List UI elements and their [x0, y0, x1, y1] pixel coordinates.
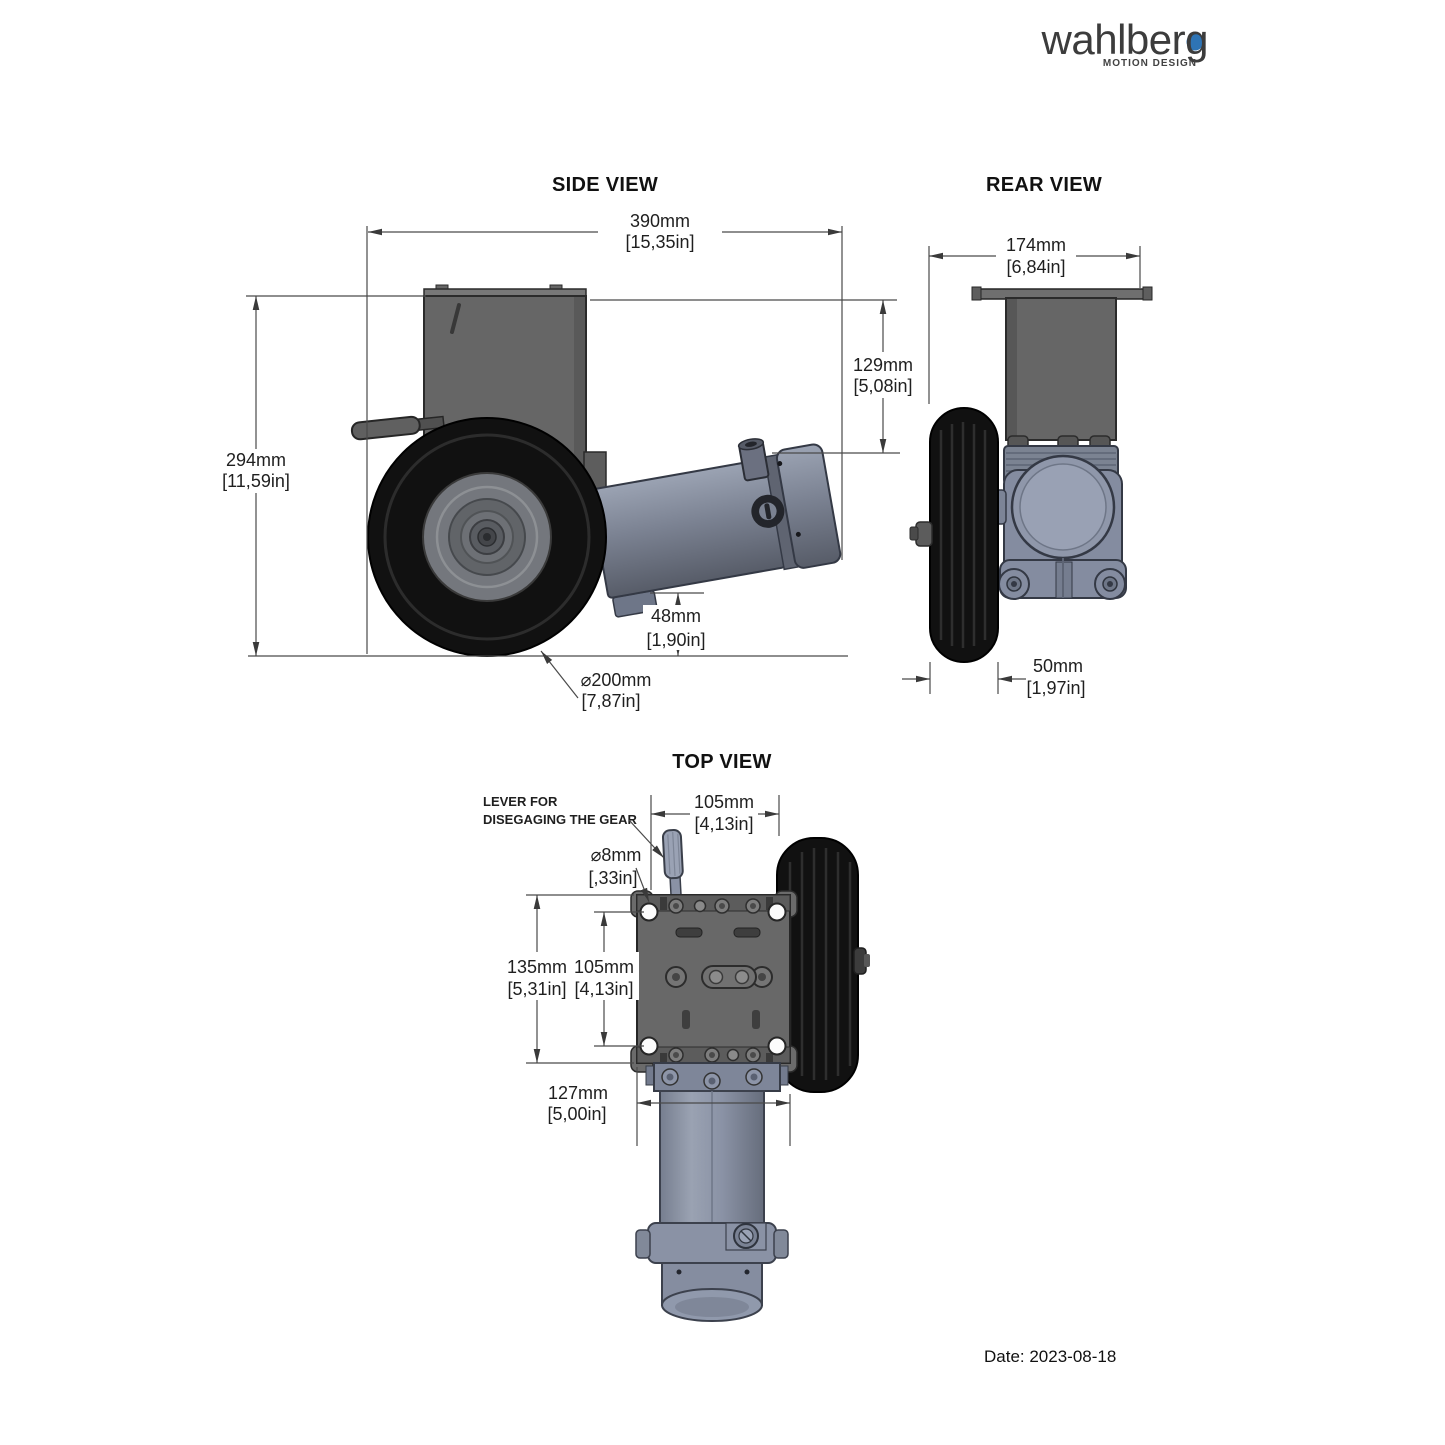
dim-lever-dia-mm: ⌀8mm [591, 845, 642, 865]
dim-motor-mm: 127mm [548, 1083, 608, 1103]
plate-slot [675, 927, 703, 938]
obround-hole [708, 969, 724, 985]
rear-view-drawing [909, 286, 1153, 663]
tread-lines [939, 422, 987, 648]
motor-screw [795, 531, 801, 537]
strip-clip [660, 897, 667, 910]
dim-tire-mm: 50mm [1033, 656, 1083, 676]
dim-lever-dia-in: [,33in] [588, 868, 637, 888]
dim-wheel-dia-in: [7,87in] [581, 691, 640, 711]
label-mask [845, 352, 921, 398]
dim-tire-in: [1,97in] [1026, 678, 1085, 698]
plate-lip [971, 286, 982, 301]
rear-wheel [909, 407, 999, 663]
axle-center [483, 533, 491, 541]
strip-clip [660, 1053, 667, 1066]
collar-tab [635, 1229, 651, 1259]
date-label: Date: 2023-08-18 [984, 1347, 1116, 1366]
side-view-drawing [350, 284, 842, 657]
label-mask [598, 210, 722, 254]
plate-bolts [668, 898, 761, 1063]
handle-grip [350, 415, 421, 441]
disengage-handle [350, 415, 445, 441]
logo-brand-text: wahlberg [1041, 16, 1208, 63]
top-plate [630, 890, 798, 1073]
top-view-drawing [630, 829, 870, 1322]
leader-wheel-diameter [540, 650, 579, 699]
rear-bracket-shade [1007, 299, 1017, 439]
dim-wheel-dia-mm: ⌀200mm [581, 670, 652, 690]
dim-width-mm: 390mm [630, 211, 690, 231]
strip-clip [766, 897, 773, 910]
dim-lever-offset-mm: 105mm [694, 792, 754, 812]
dim-holes-in: [4,13in] [574, 979, 633, 999]
dim-rear-width-in: [6,84in] [1006, 257, 1065, 277]
lever-knurl [667, 832, 681, 877]
dim-holes-mm: 105mm [574, 957, 634, 977]
motor-cap-inner [675, 1297, 749, 1317]
collar-tab [773, 1229, 789, 1259]
side-view-title: SIDE VIEW [552, 174, 658, 196]
dim-motor-in: [5,00in] [547, 1104, 606, 1124]
rear-view-title: REAR VIEW [986, 174, 1102, 196]
bracket-slot [450, 303, 461, 334]
strip-clip [766, 1053, 773, 1066]
rear-view-dimensions: REAR VIEW 174mm [6,84in] 50mm [1,97in] [902, 174, 1141, 698]
side-view-dimensions: SIDE VIEW 390mm [15,35in] 294mm [11,59in… [219, 174, 921, 711]
label-mask [501, 952, 573, 1000]
gear-drum-face [1019, 463, 1107, 551]
dim-clearance-mm: 48mm [651, 606, 701, 626]
mid-bolt-dot [672, 973, 680, 981]
plate-lip [1142, 286, 1153, 301]
mid-bolt-dot [758, 973, 766, 981]
dim-clearance-in: [1,90in] [646, 630, 705, 650]
leader-lever-note [628, 819, 665, 859]
label-mask [569, 952, 639, 1000]
motor-end-cap [775, 443, 842, 569]
dim-rear-width-mm: 174mm [1006, 235, 1066, 255]
foot-bolt-dot [1011, 581, 1017, 587]
label-mask [996, 234, 1076, 278]
dim-bracket-in: [5,08in] [853, 376, 912, 396]
side-motor [589, 438, 842, 618]
tire-rim-ring [383, 433, 591, 641]
rear-bracket [1005, 297, 1117, 441]
lever-note-line1: LEVER FOR [483, 794, 558, 809]
side-wheel [367, 417, 607, 657]
top-view-title: TOP VIEW [672, 751, 771, 773]
logo-tagline-text: MOTION DESIGN [1103, 58, 1197, 69]
motor-screw [777, 461, 783, 467]
cap-screw [676, 1269, 682, 1275]
plate-slot [733, 927, 761, 938]
lever-note-line2: DISEGAGING THE GEAR [483, 812, 637, 827]
bracket-edge-shade [574, 297, 585, 487]
label-mask [219, 449, 293, 493]
dim-height-mm: 294mm [226, 450, 286, 470]
label-mask [643, 605, 709, 650]
dim-lever-offset-in: [4,13in] [694, 814, 753, 834]
connector-slash [740, 1230, 752, 1242]
leader-hole-diameter [635, 867, 650, 903]
obround-hole [734, 969, 750, 985]
logo: wahlberg MOTION DESIGN [1041, 16, 1209, 69]
dim-height-in: [11,59in] [222, 471, 290, 491]
foot-bolt-dot [1107, 581, 1113, 587]
dim-width-in: [15,35in] [625, 232, 694, 252]
axle-stub-end [909, 526, 919, 541]
wheel-nub-tip [864, 954, 870, 967]
top-view-dimensions: TOP VIEW LEVER FOR DISEGAGING THE GEAR 1… [483, 751, 791, 1146]
dim-plate-mm: 135mm [507, 957, 567, 977]
dim-bracket-mm: 129mm [853, 355, 913, 375]
label-mask [690, 792, 758, 836]
top-motor [635, 1062, 789, 1322]
plate-vslot [682, 1010, 690, 1029]
plate-vslot [752, 1010, 760, 1029]
hub-ring [435, 485, 539, 589]
cap-screw [744, 1269, 750, 1275]
motor-port-slot [764, 503, 772, 520]
logo-accent-dot [1186, 33, 1204, 51]
stub-hole [745, 441, 757, 447]
dim-plate-in: [5,31in] [507, 979, 566, 999]
